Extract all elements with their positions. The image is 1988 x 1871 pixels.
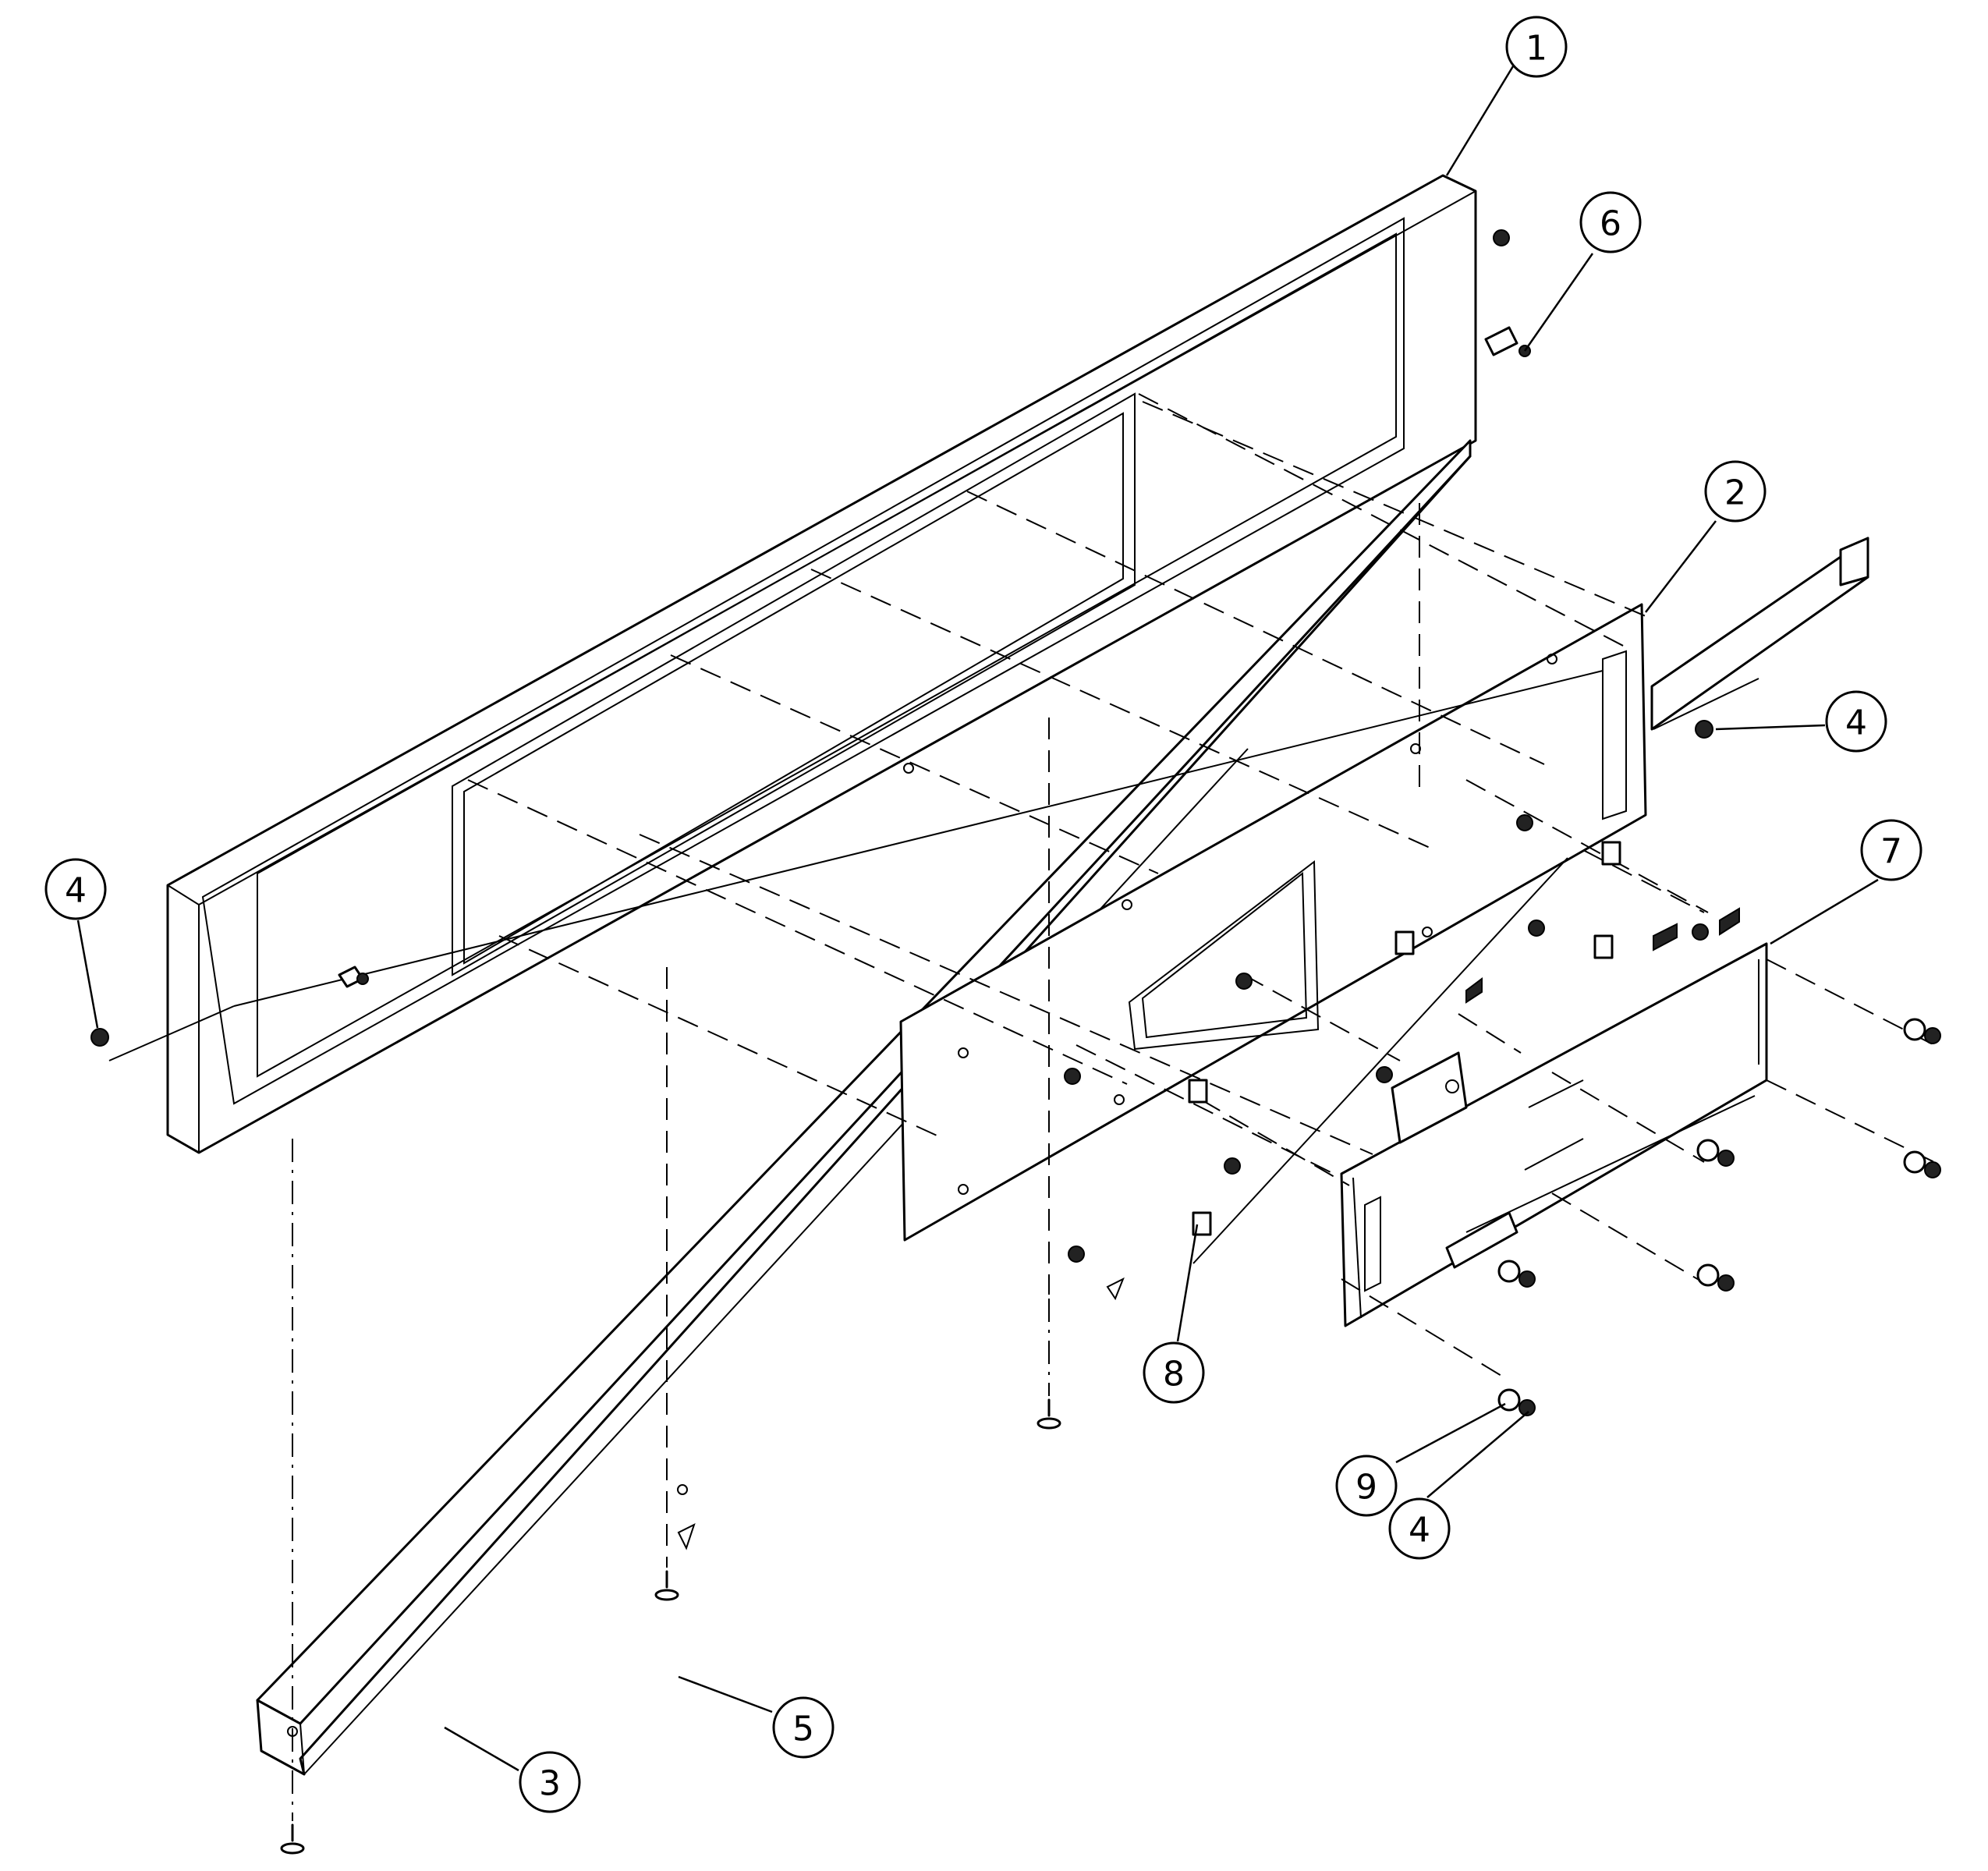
callout-balloon: 8 bbox=[1143, 1341, 1205, 1404]
nut bbox=[1376, 1066, 1393, 1083]
washer-nut bbox=[1696, 1139, 1735, 1167]
screw bbox=[280, 1823, 305, 1855]
nut bbox=[1692, 923, 1709, 941]
washer-nut bbox=[1497, 1388, 1536, 1416]
spacer bbox=[1601, 841, 1621, 866]
callout-label: 9 bbox=[1355, 1468, 1377, 1508]
callout-label: 4 bbox=[1409, 1511, 1430, 1550]
callout-label: 5 bbox=[792, 1710, 814, 1749]
callout-leaders bbox=[76, 66, 1879, 1772]
spacer bbox=[1593, 934, 1614, 959]
callout-balloon: 1 bbox=[1505, 16, 1568, 78]
part-3-bottom-bracket bbox=[256, 439, 1472, 1776]
nut bbox=[1064, 1068, 1081, 1085]
standoff-6 bbox=[1484, 326, 1531, 357]
callout-balloon: 5 bbox=[772, 1696, 835, 1759]
nut bbox=[1695, 720, 1713, 739]
washer-nut bbox=[1903, 1150, 1941, 1178]
spacer-block bbox=[1391, 1051, 1468, 1144]
callout-balloon: 4 bbox=[1388, 1497, 1451, 1560]
callout-balloon: 3 bbox=[519, 1751, 581, 1813]
part-1-frame-bezel bbox=[166, 174, 1477, 1154]
callout-label: 4 bbox=[1845, 703, 1867, 743]
nut bbox=[1516, 814, 1533, 831]
callout-balloon: 9 bbox=[1335, 1455, 1398, 1517]
nut bbox=[1235, 973, 1253, 990]
alignment-lines bbox=[108, 670, 1759, 1264]
callout-label: 4 bbox=[65, 871, 87, 911]
spacer bbox=[1394, 930, 1415, 955]
callout-label: 2 bbox=[1724, 473, 1746, 513]
callout-label: 1 bbox=[1526, 29, 1547, 69]
hardware bbox=[90, 229, 1941, 1855]
callout-balloon: 6 bbox=[1579, 191, 1642, 253]
callout-balloon: 4 bbox=[1825, 690, 1887, 753]
nut bbox=[1493, 229, 1510, 246]
callout-balloon: 4 bbox=[44, 858, 107, 920]
callout-balloon: 7 bbox=[1860, 819, 1922, 881]
screw bbox=[1037, 1398, 1061, 1430]
nut bbox=[1528, 920, 1545, 937]
assembly-projection-lines bbox=[292, 393, 1935, 1821]
nut bbox=[1068, 1246, 1085, 1263]
washer-nut bbox=[1497, 1260, 1536, 1288]
callout-label: 8 bbox=[1163, 1355, 1185, 1394]
part-2-panel bbox=[899, 603, 1647, 1242]
nut bbox=[90, 1028, 109, 1047]
standoff-6 bbox=[338, 966, 369, 988]
callout-label: 7 bbox=[1880, 832, 1902, 872]
ribbon-cable bbox=[1650, 537, 1869, 731]
screw bbox=[654, 1570, 679, 1601]
nut bbox=[1224, 1157, 1241, 1175]
callout-label: 3 bbox=[539, 1764, 561, 1804]
callout-balloon: 2 bbox=[1704, 460, 1767, 523]
spacer bbox=[1188, 1079, 1208, 1104]
spacer bbox=[1192, 1211, 1212, 1236]
callout-label: 6 bbox=[1600, 204, 1621, 244]
washer-nut bbox=[1903, 1018, 1941, 1044]
washer-nut bbox=[1696, 1263, 1735, 1292]
